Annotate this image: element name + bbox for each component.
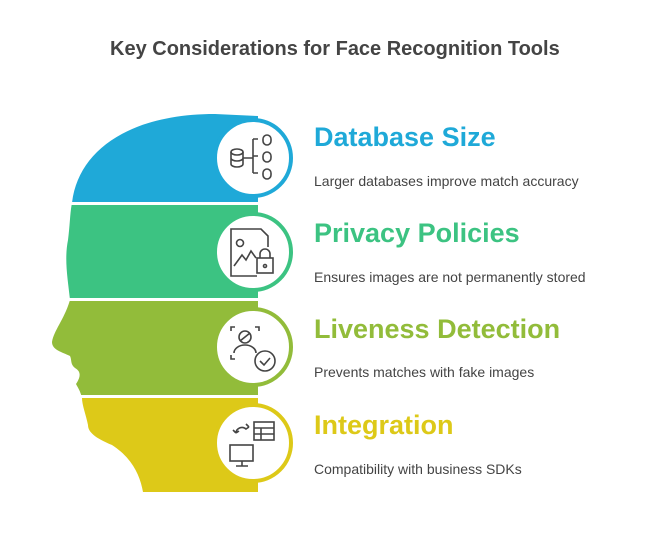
item-desc-privacy-policies: Ensures images are not permanently store… bbox=[314, 269, 586, 285]
item-desc-integration: Compatibility with business SDKs bbox=[314, 461, 522, 477]
icon-circle bbox=[213, 403, 293, 483]
monitor-sync-table-icon bbox=[229, 421, 275, 467]
image-lock-icon bbox=[230, 228, 274, 277]
diagram-title: Key Considerations for Face Recognition … bbox=[110, 38, 560, 60]
database-network-icon bbox=[230, 134, 272, 180]
item-title-privacy-policies: Privacy Policies bbox=[314, 218, 520, 248]
icon-circle bbox=[213, 212, 293, 292]
item-title-integration: Integration bbox=[314, 410, 454, 440]
item-desc-database-size: Larger databases improve match accuracy bbox=[314, 173, 579, 189]
face-scan-check-icon bbox=[230, 326, 276, 372]
item-title-liveness-detection: Liveness Detection bbox=[314, 314, 561, 344]
item-desc-liveness-detection: Prevents matches with fake images bbox=[314, 364, 535, 380]
item-title-database-size: Database Size bbox=[314, 122, 496, 152]
